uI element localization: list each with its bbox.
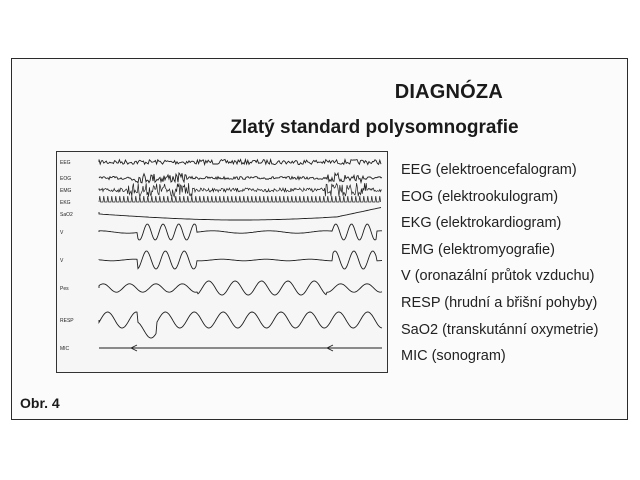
legend-item-ekg: EKG (elektrokardiogram) — [401, 215, 562, 232]
channel-legend: EEG (elektroencefalogram) EOG (elektrook… — [401, 157, 598, 370]
channel-label: MIC — [60, 346, 70, 352]
ekg-trace — [98, 195, 381, 203]
emg-trace — [98, 182, 382, 198]
mic-arrow-right — [325, 344, 334, 352]
legend-item-eog: EOG (elektrookulogram) — [401, 188, 559, 205]
flow-trace — [98, 223, 382, 241]
eeg-trace — [98, 157, 382, 167]
channel-label: EKG — [60, 200, 71, 206]
channel-label: SaO2 — [60, 212, 73, 218]
eog-trace — [98, 171, 383, 185]
legend-item-mic: MIC (sonogram) — [401, 348, 506, 365]
page-subtitle: Zlatý standard polysomnografie — [230, 117, 519, 138]
legend-item-v: V (oronazální průtok vzduchu) — [401, 268, 595, 285]
channel-label: V — [60, 258, 64, 264]
channel-label: RESP — [60, 318, 74, 324]
channel-label: EOG — [60, 176, 71, 182]
figure-frame: DIAGNÓZA Zlatý standard polysomnografie … — [11, 58, 628, 420]
sao2-trace — [98, 207, 382, 221]
page-title: DIAGNÓZA — [394, 81, 503, 103]
resp-trace — [98, 311, 383, 339]
mic-arrow-left — [129, 344, 138, 352]
flow2-trace — [98, 250, 383, 270]
pes-trace — [98, 280, 383, 296]
figure-caption: Obr. 4 — [20, 395, 60, 411]
legend-item-sao2: SaO2 (transkutánní oxymetrie) — [401, 321, 599, 338]
channel-label: EEG — [60, 160, 71, 166]
channel-label: EMG — [60, 188, 72, 194]
legend-item-resp: RESP (hrudní a břišní pohyby) — [401, 294, 598, 311]
legend-item-emg: EMG (elektromyografie) — [401, 241, 555, 258]
legend-item-eeg: EEG (elektroencefalogram) — [401, 162, 577, 178]
channel-label: Pes — [60, 286, 69, 292]
channel-label: V — [60, 230, 64, 236]
